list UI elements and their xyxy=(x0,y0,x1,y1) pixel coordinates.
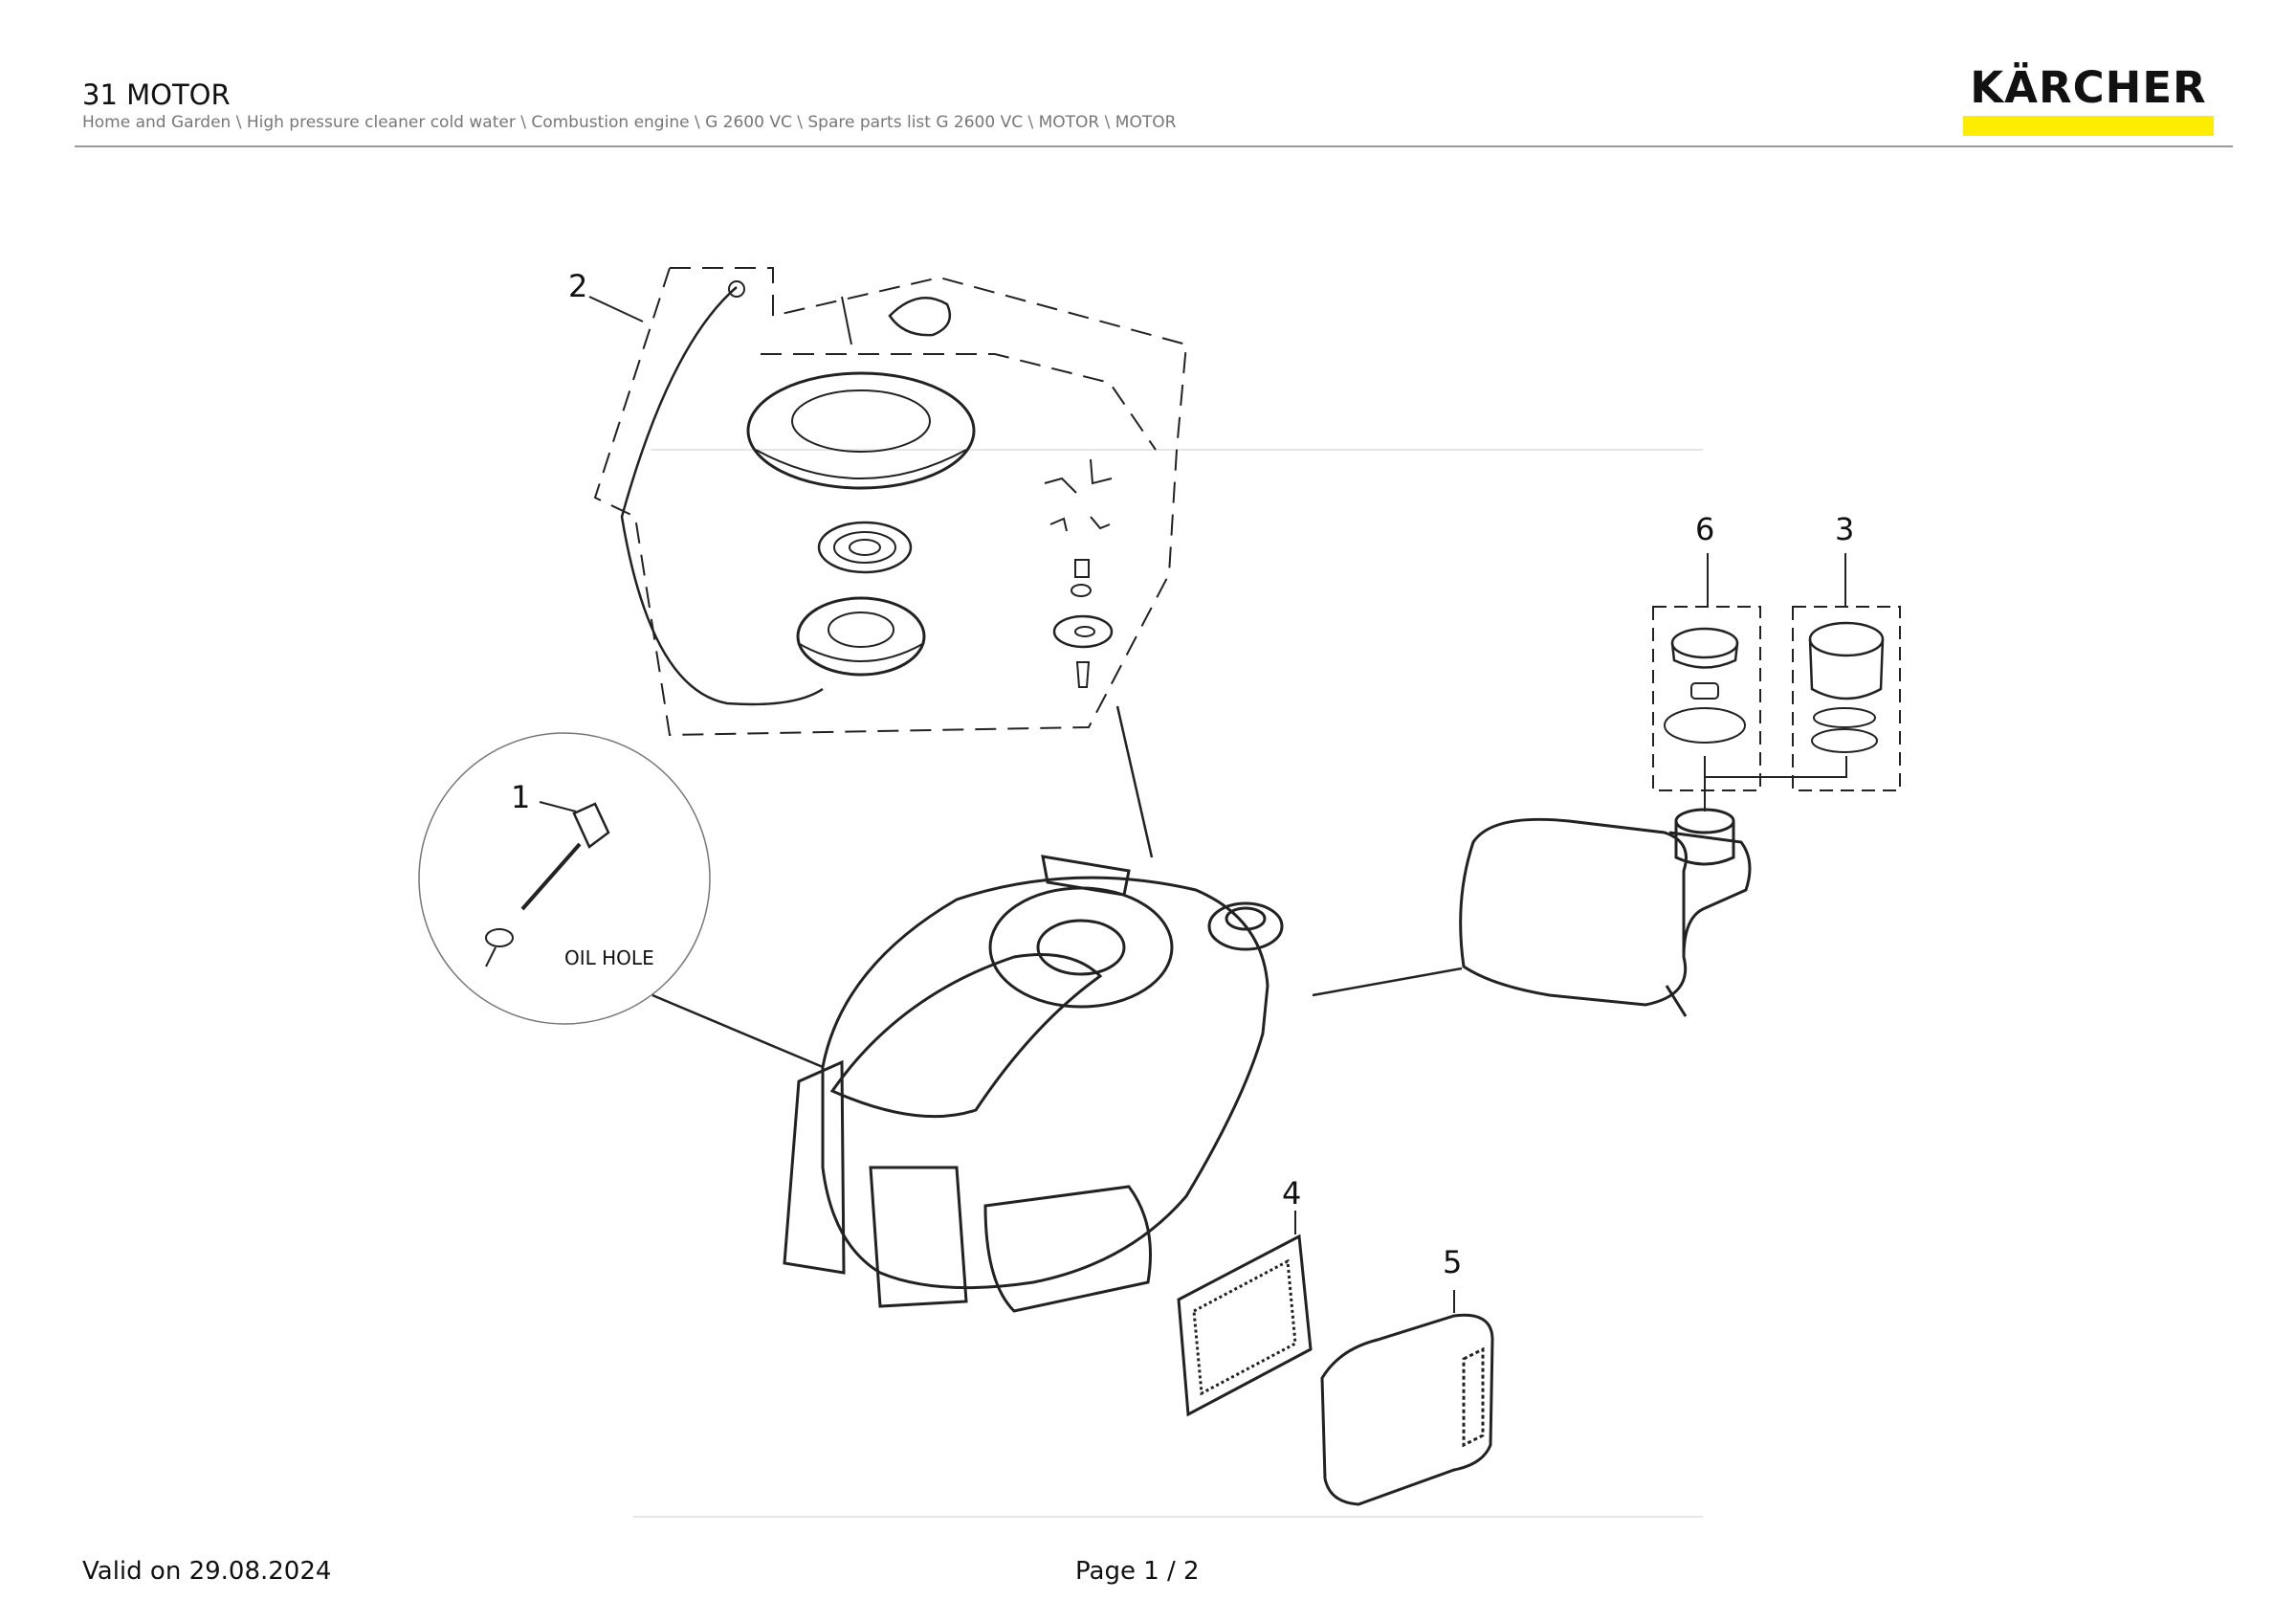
callout-6: 6 xyxy=(1695,511,1714,547)
karcher-logo: KÄRCHER xyxy=(1963,63,2214,136)
fuel-tank xyxy=(1459,808,1752,1017)
starter-assembly xyxy=(593,267,1188,737)
air-cleaner-cover xyxy=(1320,1313,1494,1506)
callout-5: 5 xyxy=(1443,1244,1462,1280)
fuel-cap-parts xyxy=(1652,606,1901,791)
air-filter xyxy=(1177,1234,1313,1417)
callout-3: 3 xyxy=(1835,511,1854,547)
oil-dipstick-detail xyxy=(418,732,824,1069)
valid-on-date: Valid on 29.08.2024 xyxy=(82,1557,332,1586)
header-divider xyxy=(75,145,2233,147)
page-number: Page 1 / 2 xyxy=(1075,1557,1200,1586)
callout-1: 1 xyxy=(511,779,530,815)
breadcrumb: Home and Garden \ High pressure cleaner … xyxy=(82,113,1177,132)
callout-2: 2 xyxy=(568,268,587,304)
page-title: 31 MOTOR xyxy=(82,78,231,111)
engine-body xyxy=(783,855,1284,1313)
oil-hole-label: OIL HOLE xyxy=(564,946,654,969)
callout-4: 4 xyxy=(1282,1175,1301,1212)
logo-text: KÄRCHER xyxy=(1970,62,2207,113)
logo-yellow-bar xyxy=(1963,116,2214,136)
